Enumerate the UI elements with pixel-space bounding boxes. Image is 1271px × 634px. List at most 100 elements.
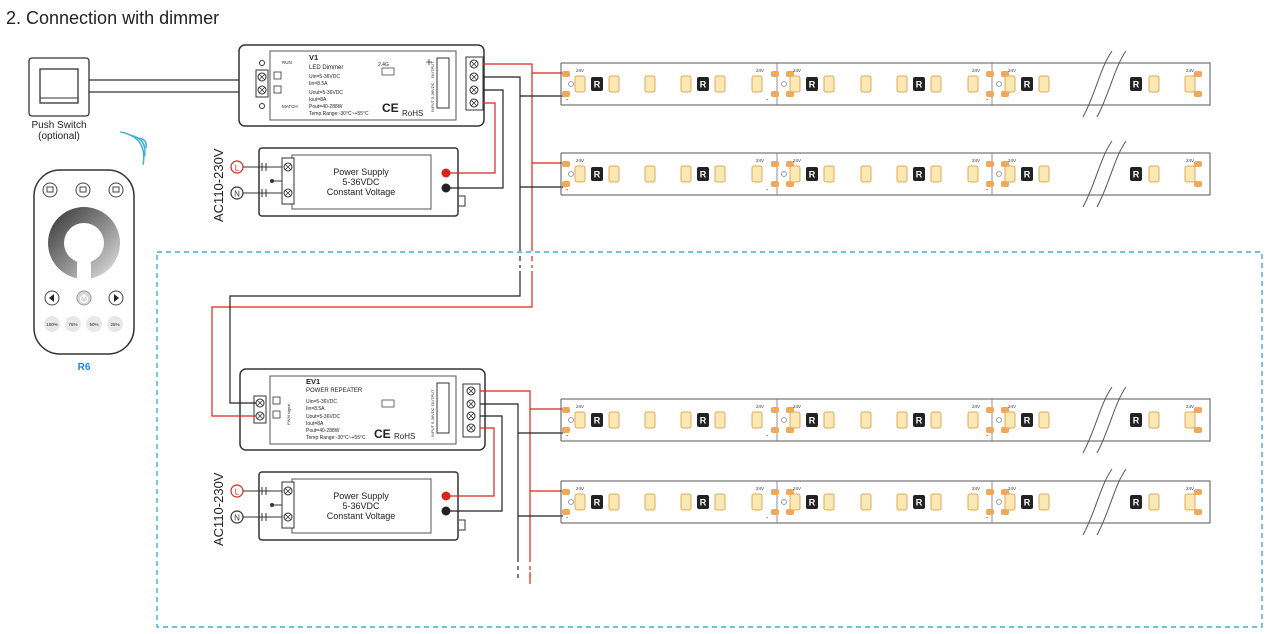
remote-r6: 100% 75% 50% 25%	[33, 169, 135, 355]
led-chip	[1004, 493, 1016, 511]
minus-label: -	[986, 433, 989, 440]
repeater-input-label: INPUT 5-36VDC	[430, 407, 435, 437]
solder-pad	[562, 489, 570, 495]
psu-bottom-line2: 5-36VDC	[342, 501, 380, 511]
joint-dot	[568, 417, 574, 423]
ev1-repeater	[239, 368, 486, 451]
solder-pad	[986, 71, 994, 77]
led-chip	[644, 165, 656, 183]
dimmer-input-label: INPUT 5-36VDC	[430, 82, 435, 112]
solder-pad	[562, 71, 570, 77]
resistor-label: R	[916, 498, 923, 508]
solder-pad	[771, 161, 779, 167]
minus-label: -	[766, 433, 769, 440]
voltage-label: 24V	[576, 486, 584, 491]
led-chip	[1038, 493, 1050, 511]
page-title: 2. Connection with dimmer	[6, 8, 219, 28]
resistor	[913, 495, 925, 509]
strip-edge	[561, 152, 1211, 196]
led-chip	[967, 411, 979, 429]
resistor-label: R	[594, 80, 601, 90]
joint-dot	[568, 81, 574, 87]
dimmer-name: LED Dimmer	[309, 65, 343, 71]
repeater-uin: Uin=5-36VDC	[306, 399, 337, 405]
solder-pad	[771, 181, 779, 187]
minus-label: -	[566, 187, 569, 194]
power-supply-bottom	[248, 471, 466, 541]
solder-pad	[1194, 427, 1202, 433]
led-chip	[1148, 165, 1160, 183]
resistor	[591, 495, 603, 509]
resistor-label: R	[1024, 80, 1031, 90]
led-chip	[1148, 411, 1160, 429]
voltage-label: 24V	[793, 486, 801, 491]
minus-label: -	[766, 515, 769, 522]
solder-pad	[1194, 509, 1202, 515]
led-chip	[574, 493, 586, 511]
resistor	[913, 167, 925, 181]
led-chip	[1004, 411, 1016, 429]
led-chip	[714, 493, 726, 511]
wiring-red	[211, 63, 563, 584]
voltage-label: 24V	[972, 404, 980, 409]
led-chip	[751, 165, 763, 183]
led-chip	[896, 411, 908, 429]
push-switch-optional-label: (optional)	[38, 131, 80, 142]
led-chip	[823, 75, 835, 93]
led-chip	[860, 165, 872, 183]
solder-pad	[986, 407, 994, 413]
voltage-label: 24V	[1186, 158, 1194, 163]
voltage-label: 24V	[756, 486, 764, 491]
voltage-label: 24V	[756, 404, 764, 409]
led-chip	[574, 411, 586, 429]
resistor-label: R	[1024, 498, 1031, 508]
resistor	[806, 77, 818, 91]
led-chip	[608, 75, 620, 93]
resistor-label: R	[594, 170, 601, 180]
resistor-label: R	[1024, 416, 1031, 426]
preset-50: 50%	[89, 322, 98, 327]
neutral-label-top: N	[234, 190, 240, 199]
resistor	[1130, 495, 1142, 509]
voltage-label: 24V	[576, 68, 584, 73]
voltage-label: 24V	[756, 158, 764, 163]
dimmer-iin: Iin=8.5A	[309, 81, 328, 87]
led-chip	[967, 165, 979, 183]
solder-pad	[986, 427, 994, 433]
led-chip	[1148, 75, 1160, 93]
dimmer-rohs-mark: RoHS	[402, 109, 423, 118]
strip-edge	[561, 480, 1211, 524]
solder-pad	[771, 489, 779, 495]
resistor-label: R	[1133, 170, 1140, 180]
led-chip	[789, 165, 801, 183]
minus-label: -	[766, 187, 769, 194]
repeater-name: POWER REPEATER	[306, 388, 363, 394]
resistor	[1130, 77, 1142, 91]
resistor-label: R	[700, 170, 707, 180]
v1-dimmer	[238, 44, 485, 127]
resistor-label: R	[809, 498, 816, 508]
led-chip	[789, 411, 801, 429]
voltage-label: 24V	[1008, 486, 1016, 491]
solder-pad	[562, 91, 570, 97]
live-label-top: L	[235, 164, 240, 173]
led-chip	[714, 165, 726, 183]
preset-25: 25%	[110, 322, 119, 327]
preset-buttons	[44, 316, 123, 332]
mains-label-top: AC110-230V	[211, 148, 226, 222]
minus-label: -	[986, 515, 989, 522]
strip-edge	[561, 398, 1211, 442]
voltage-label: 24V	[1008, 158, 1016, 163]
minus-label: -	[566, 515, 569, 522]
joint-dot	[781, 417, 787, 423]
remote-model-label: R6	[78, 362, 91, 373]
led-chip	[751, 75, 763, 93]
resistor-label: R	[916, 80, 923, 90]
led-chip	[860, 411, 872, 429]
led-chip	[967, 493, 979, 511]
resistor-label: R	[594, 416, 601, 426]
neutral-label-bottom: N	[234, 514, 240, 523]
